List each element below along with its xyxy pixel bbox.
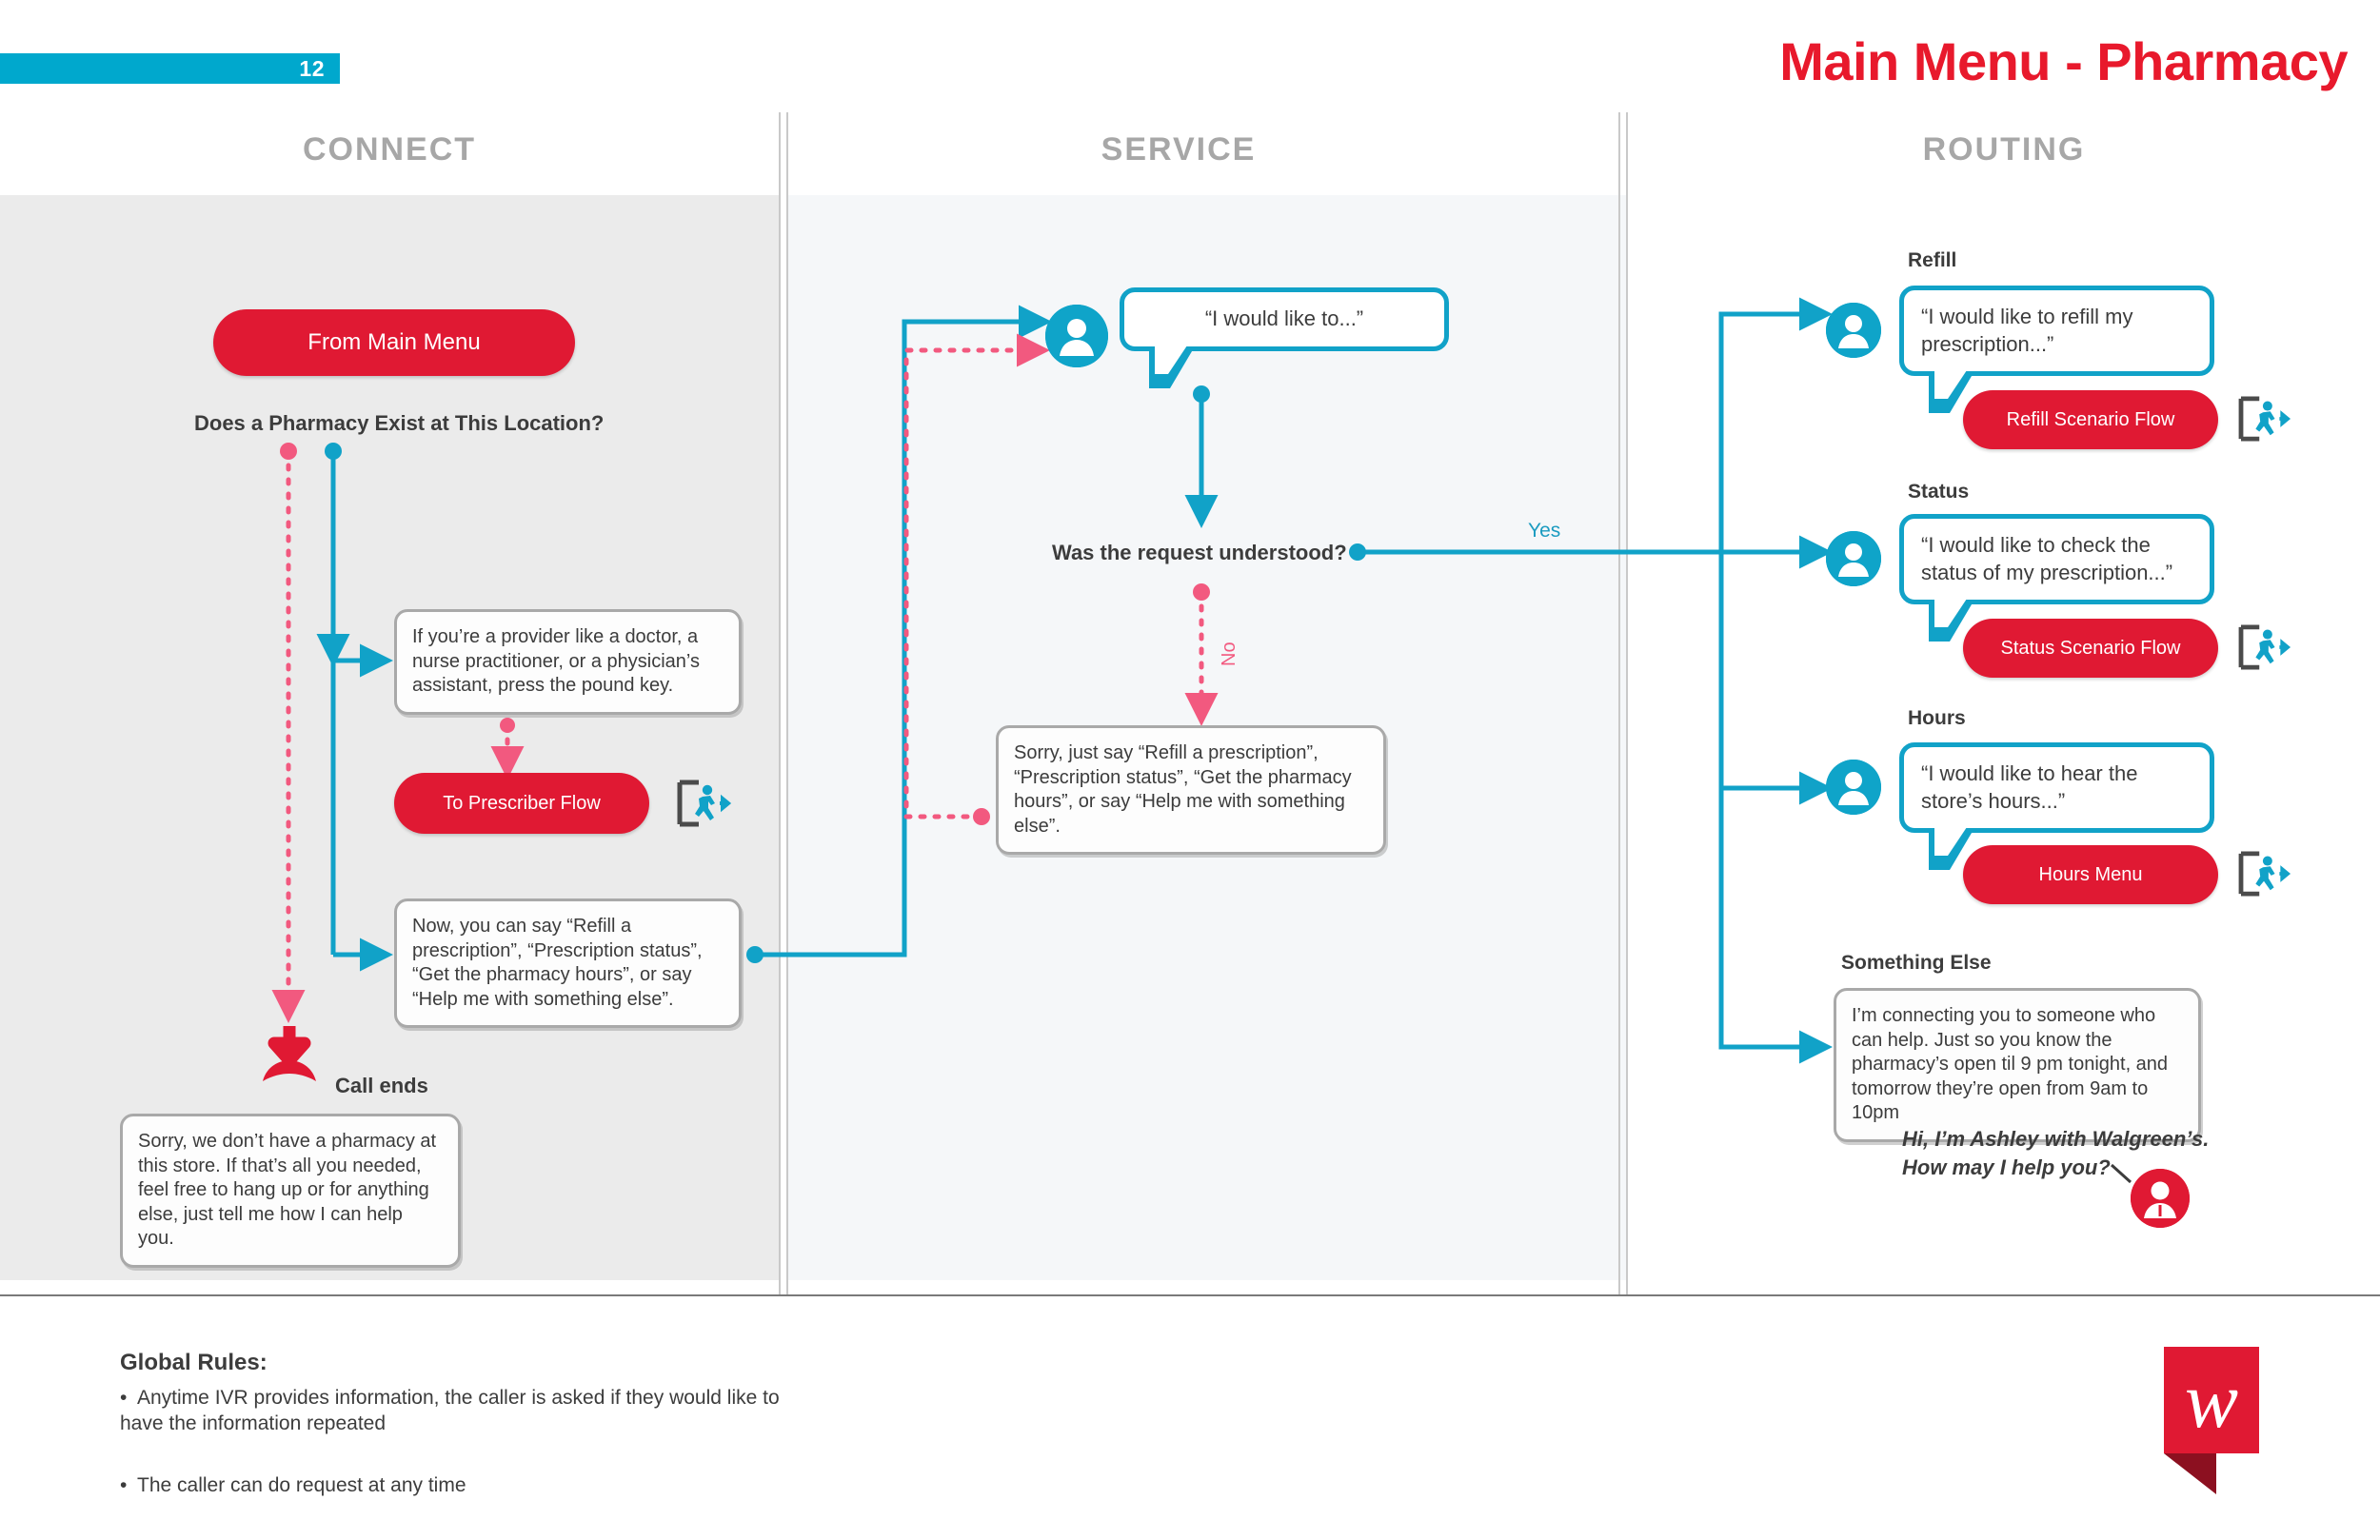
svg-text:w: w — [2185, 1356, 2238, 1445]
no-branch-label: No — [1219, 642, 1240, 666]
footer: Global Rules: •Anytime IVR provides info… — [0, 1296, 2380, 1540]
call-ends-label: Call ends — [335, 1074, 428, 1097]
agent-avatar — [2131, 1169, 2190, 1228]
page-number-tab: 12 — [0, 53, 340, 84]
refill-caller-bubble-text: “I would like to refill my prescription.… — [1921, 305, 2133, 356]
bubble-tail-inner — [1934, 599, 1967, 628]
global-rule-text: Anytime IVR provides information, the ca… — [120, 1387, 780, 1434]
walgreens-logo: w — [2164, 1347, 2280, 1494]
bullet-icon: • — [120, 1474, 128, 1496]
column-body-connect — [0, 195, 779, 1280]
global-rules-title: Global Rules: — [120, 1350, 268, 1375]
exit-door-icon — [676, 779, 733, 828]
from-main-menu-button[interactable]: From Main Menu — [213, 309, 575, 376]
request-understood-decision: Was the request understood? — [1052, 541, 1347, 564]
pharmacy-menu-prompt-box: Now, you can say “Refill a prescription”… — [394, 898, 742, 1029]
column-divider-2b — [1626, 112, 1628, 1294]
call-ends-icon — [255, 1026, 324, 1085]
exit-door-icon — [2237, 395, 2292, 443]
no-pharmacy-prompt-box: Sorry, we don’t have a pharmacy at this … — [120, 1114, 461, 1268]
something-else-prompt-box: I’m connecting you to someone who can he… — [1834, 988, 2201, 1142]
service-reprompt-box: Sorry, just say “Refill a prescription”,… — [996, 725, 1386, 856]
exit-door-icon — [2237, 623, 2292, 671]
to-prescriber-flow-button[interactable]: To Prescriber Flow — [394, 773, 649, 834]
agent-greeting-text: Hi, I’m Ashley with Walgreen’s. How may … — [1902, 1127, 2210, 1179]
refill-scenario-flow-button[interactable]: Refill Scenario Flow — [1963, 390, 2218, 449]
branch-label-refill: Refill — [1908, 249, 1957, 271]
status-scenario-flow-button[interactable]: Status Scenario Flow — [1963, 619, 2218, 678]
status-caller-bubble: “I would like to check the status of my … — [1899, 514, 2214, 642]
status-caller-bubble-text: “I would like to check the status of my … — [1921, 533, 2173, 584]
global-rule-item: •Anytime IVR provides information, the c… — [120, 1386, 786, 1437]
column-divider-1 — [779, 112, 781, 1294]
branch-label-hours: Hours — [1908, 707, 1966, 729]
service-caller-bubble: “I would like to...” — [1120, 287, 1449, 388]
hours-menu-button[interactable]: Hours Menu — [1963, 845, 2218, 904]
page-number: 12 — [299, 55, 325, 81]
global-rule-item: • The caller can do request at any time — [120, 1473, 786, 1499]
pharmacy-exists-decision: Does a Pharmacy Exist at This Location? — [194, 411, 605, 435]
branch-label-status: Status — [1908, 481, 1970, 503]
column-header-connect: CONNECT — [302, 131, 477, 168]
yes-branch-label: Yes — [1528, 520, 1561, 542]
exit-door-icon — [2237, 850, 2292, 898]
page-title: Main Menu - Pharmacy — [1779, 31, 2348, 91]
provider-prompt-box: If you’re a provider like a doctor, a nu… — [394, 609, 742, 715]
hours-caller-bubble: “I would like to hear the store’s hours.… — [1899, 742, 2214, 871]
caller-avatar-refill — [1826, 303, 1881, 358]
agent-callout-line — [2110, 1163, 2140, 1186]
column-divider-2 — [1618, 112, 1620, 1294]
bubble-tail-inner — [1934, 370, 1967, 400]
bubble-tail-inner — [1934, 827, 1967, 857]
global-rule-text: The caller can do request at any time — [137, 1474, 466, 1496]
caller-avatar-status — [1826, 531, 1881, 586]
service-caller-bubble-text: “I would like to...” — [1204, 306, 1364, 330]
footer-divider — [0, 1294, 2380, 1296]
bullet-icon: • — [120, 1387, 128, 1409]
hours-caller-bubble-text: “I would like to hear the store’s hours.… — [1921, 761, 2138, 813]
bubble-tail-inner — [1155, 345, 1187, 374]
caller-avatar-hours — [1826, 760, 1881, 815]
column-header-routing: ROUTING — [1922, 131, 2086, 168]
branch-label-something-else: Something Else — [1841, 952, 1992, 974]
refill-caller-bubble: “I would like to refill my prescription.… — [1899, 286, 2214, 414]
column-divider-1b — [786, 112, 788, 1294]
column-header-service: SERVICE — [1101, 131, 1257, 168]
caller-avatar-service — [1045, 305, 1108, 367]
